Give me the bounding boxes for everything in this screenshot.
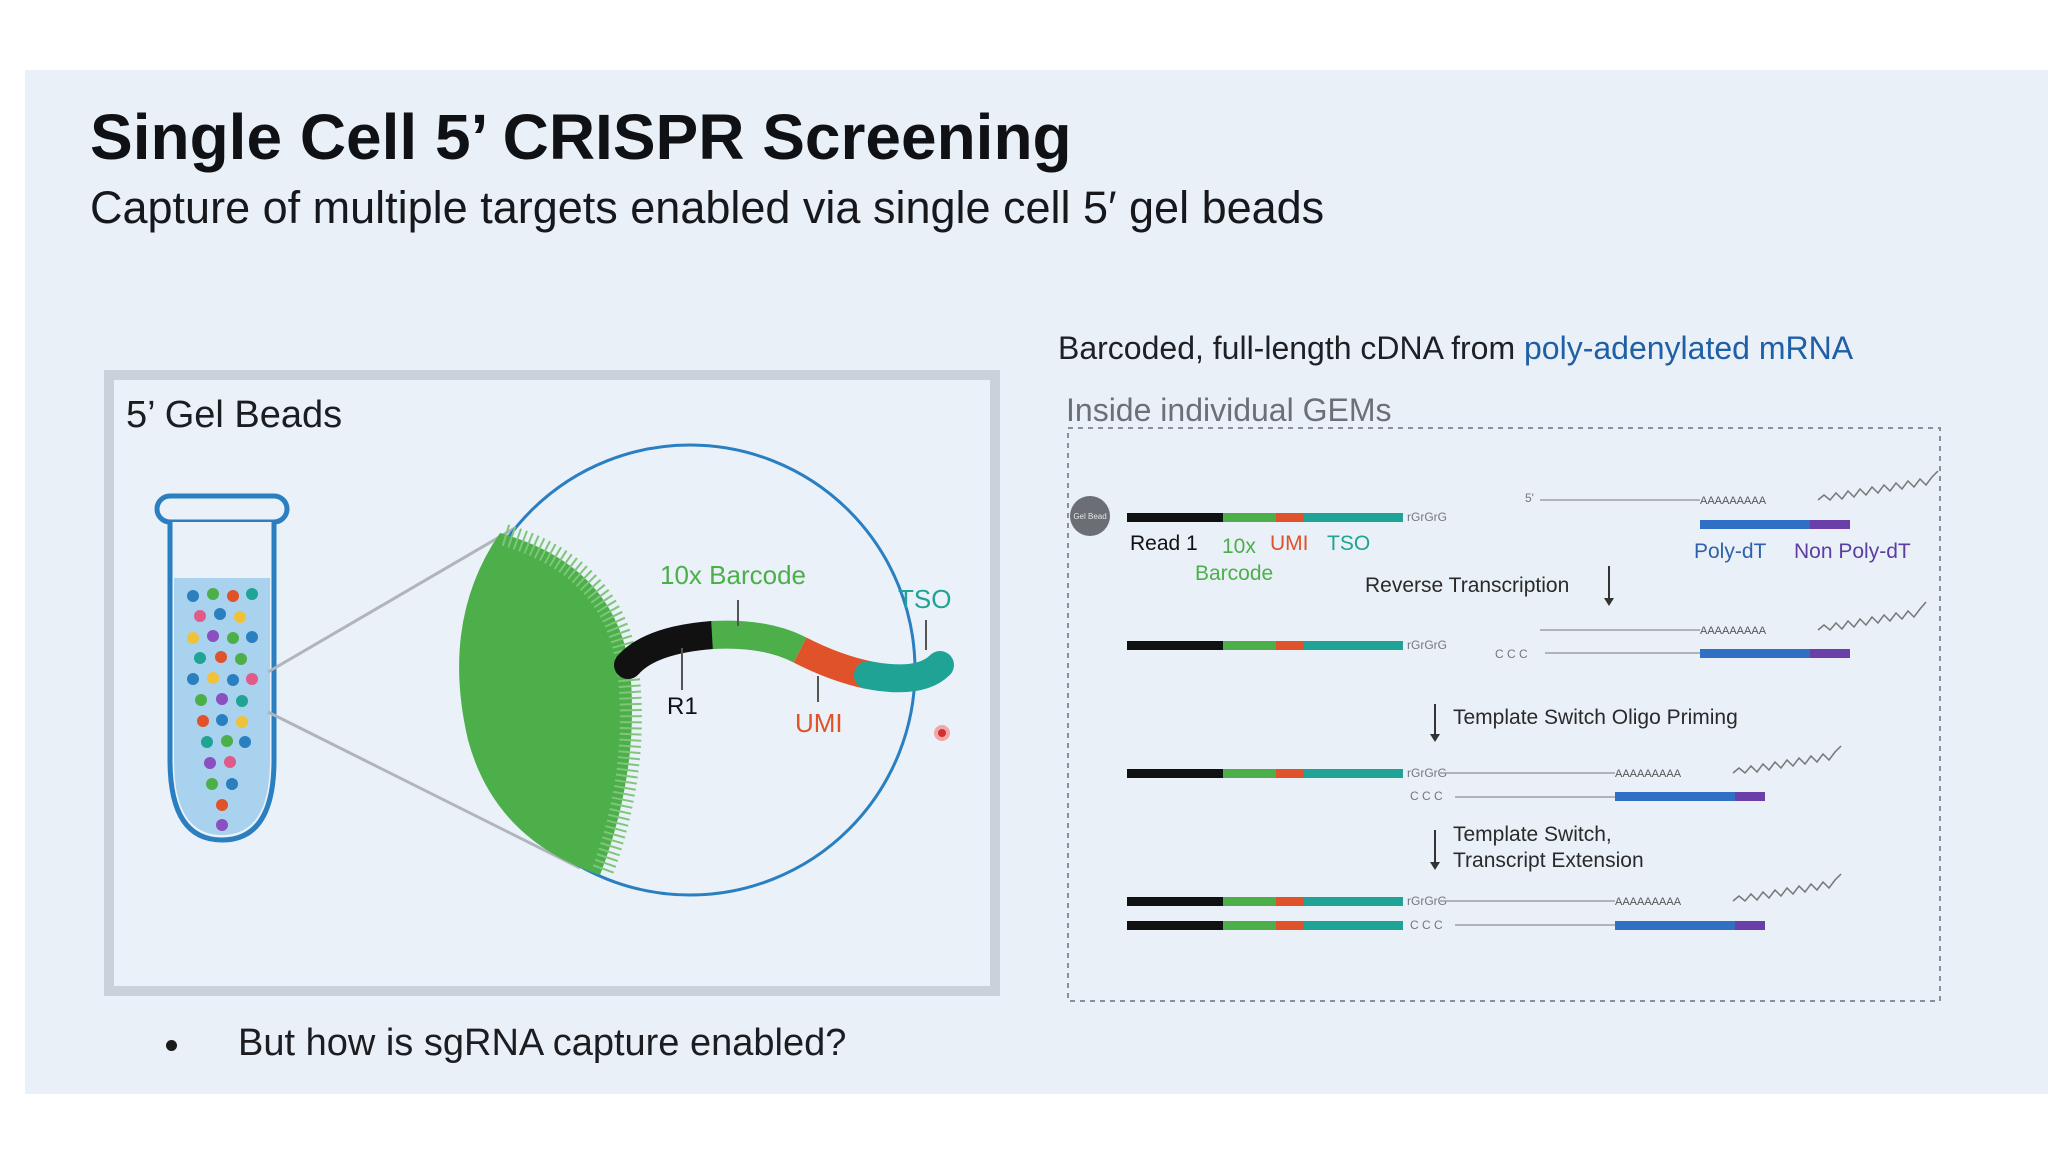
row2-polya: AAAAAAAAA bbox=[1700, 625, 1767, 637]
row3-ccc: C C C bbox=[1410, 789, 1443, 803]
label-nonpolydt: Non Poly-dT bbox=[1794, 540, 1911, 563]
row3-oligo bbox=[1127, 769, 1403, 778]
row4-ggg: rGrGrG bbox=[1407, 894, 1447, 908]
gem-dotted-frame bbox=[1067, 427, 1941, 1002]
label-10x-barcode: 10x Barcode bbox=[660, 560, 806, 590]
cdna-header-prefix: Barcoded, full-length cDNA from bbox=[1058, 330, 1524, 366]
bullet-icon bbox=[166, 1040, 177, 1051]
step-template-switch-line1: Template Switch, bbox=[1453, 823, 1612, 846]
row2-ggg: rGrGrG bbox=[1407, 638, 1447, 652]
slide-title: Single Cell 5’ CRISPR Screening bbox=[90, 101, 1072, 173]
row1-ggg: rGrGrG bbox=[1407, 510, 1447, 524]
label-tso-right: TSO bbox=[1327, 532, 1370, 555]
row4-oligo-top bbox=[1127, 897, 1403, 906]
row2-ccc: C C C bbox=[1495, 647, 1528, 661]
row1-five-prime: 5' bbox=[1525, 491, 1534, 505]
tube-icon bbox=[154, 493, 290, 843]
row4-polya: AAAAAAAAA bbox=[1615, 896, 1682, 908]
tube-beads bbox=[187, 588, 258, 831]
gel-bead-icon-label: Gel Bead bbox=[1073, 512, 1106, 521]
step-reverse-transcription: Reverse Transcription bbox=[1365, 574, 1569, 597]
cdna-header: Barcoded, full-length cDNA from poly-ade… bbox=[1058, 330, 1853, 367]
row1-polya: AAAAAAAAA bbox=[1700, 495, 1767, 507]
row1-oligo bbox=[1127, 513, 1403, 522]
label-umi-right: UMI bbox=[1270, 532, 1309, 555]
label-r1: R1 bbox=[667, 693, 698, 720]
label-read1: Read 1 bbox=[1130, 532, 1198, 555]
row3-polya: AAAAAAAAA bbox=[1615, 768, 1682, 780]
oligo-strand bbox=[614, 620, 954, 693]
step-template-switch-line2: Transcript Extension bbox=[1453, 849, 1644, 872]
row2-oligo bbox=[1127, 641, 1403, 650]
gem-label: Inside individual GEMs bbox=[1066, 392, 1392, 428]
gel-beads-panel-title: 5’ Gel Beads bbox=[126, 394, 343, 436]
step-tso-priming: Template Switch Oligo Priming bbox=[1453, 706, 1738, 729]
gel-bead-icon bbox=[1070, 496, 1110, 536]
cdna-header-highlight: poly-adenylated mRNA bbox=[1523, 330, 1854, 366]
label-barcode: Barcode bbox=[1195, 562, 1273, 585]
label-10x: 10x bbox=[1222, 535, 1256, 558]
gel-bead-shape bbox=[459, 533, 632, 875]
slide-subtitle: Capture of multiple targets enabled via … bbox=[90, 182, 1325, 233]
row3-ggg: rGrGrG bbox=[1407, 766, 1447, 780]
row4-oligo-bottom bbox=[1127, 921, 1403, 930]
label-umi: UMI bbox=[795, 708, 843, 738]
row4-ccc: C C C bbox=[1410, 918, 1443, 932]
label-tso: TSO bbox=[898, 584, 951, 614]
bullet-question: But how is sgRNA capture enabled? bbox=[238, 1022, 847, 1064]
label-polydt: Poly-dT bbox=[1694, 540, 1767, 563]
